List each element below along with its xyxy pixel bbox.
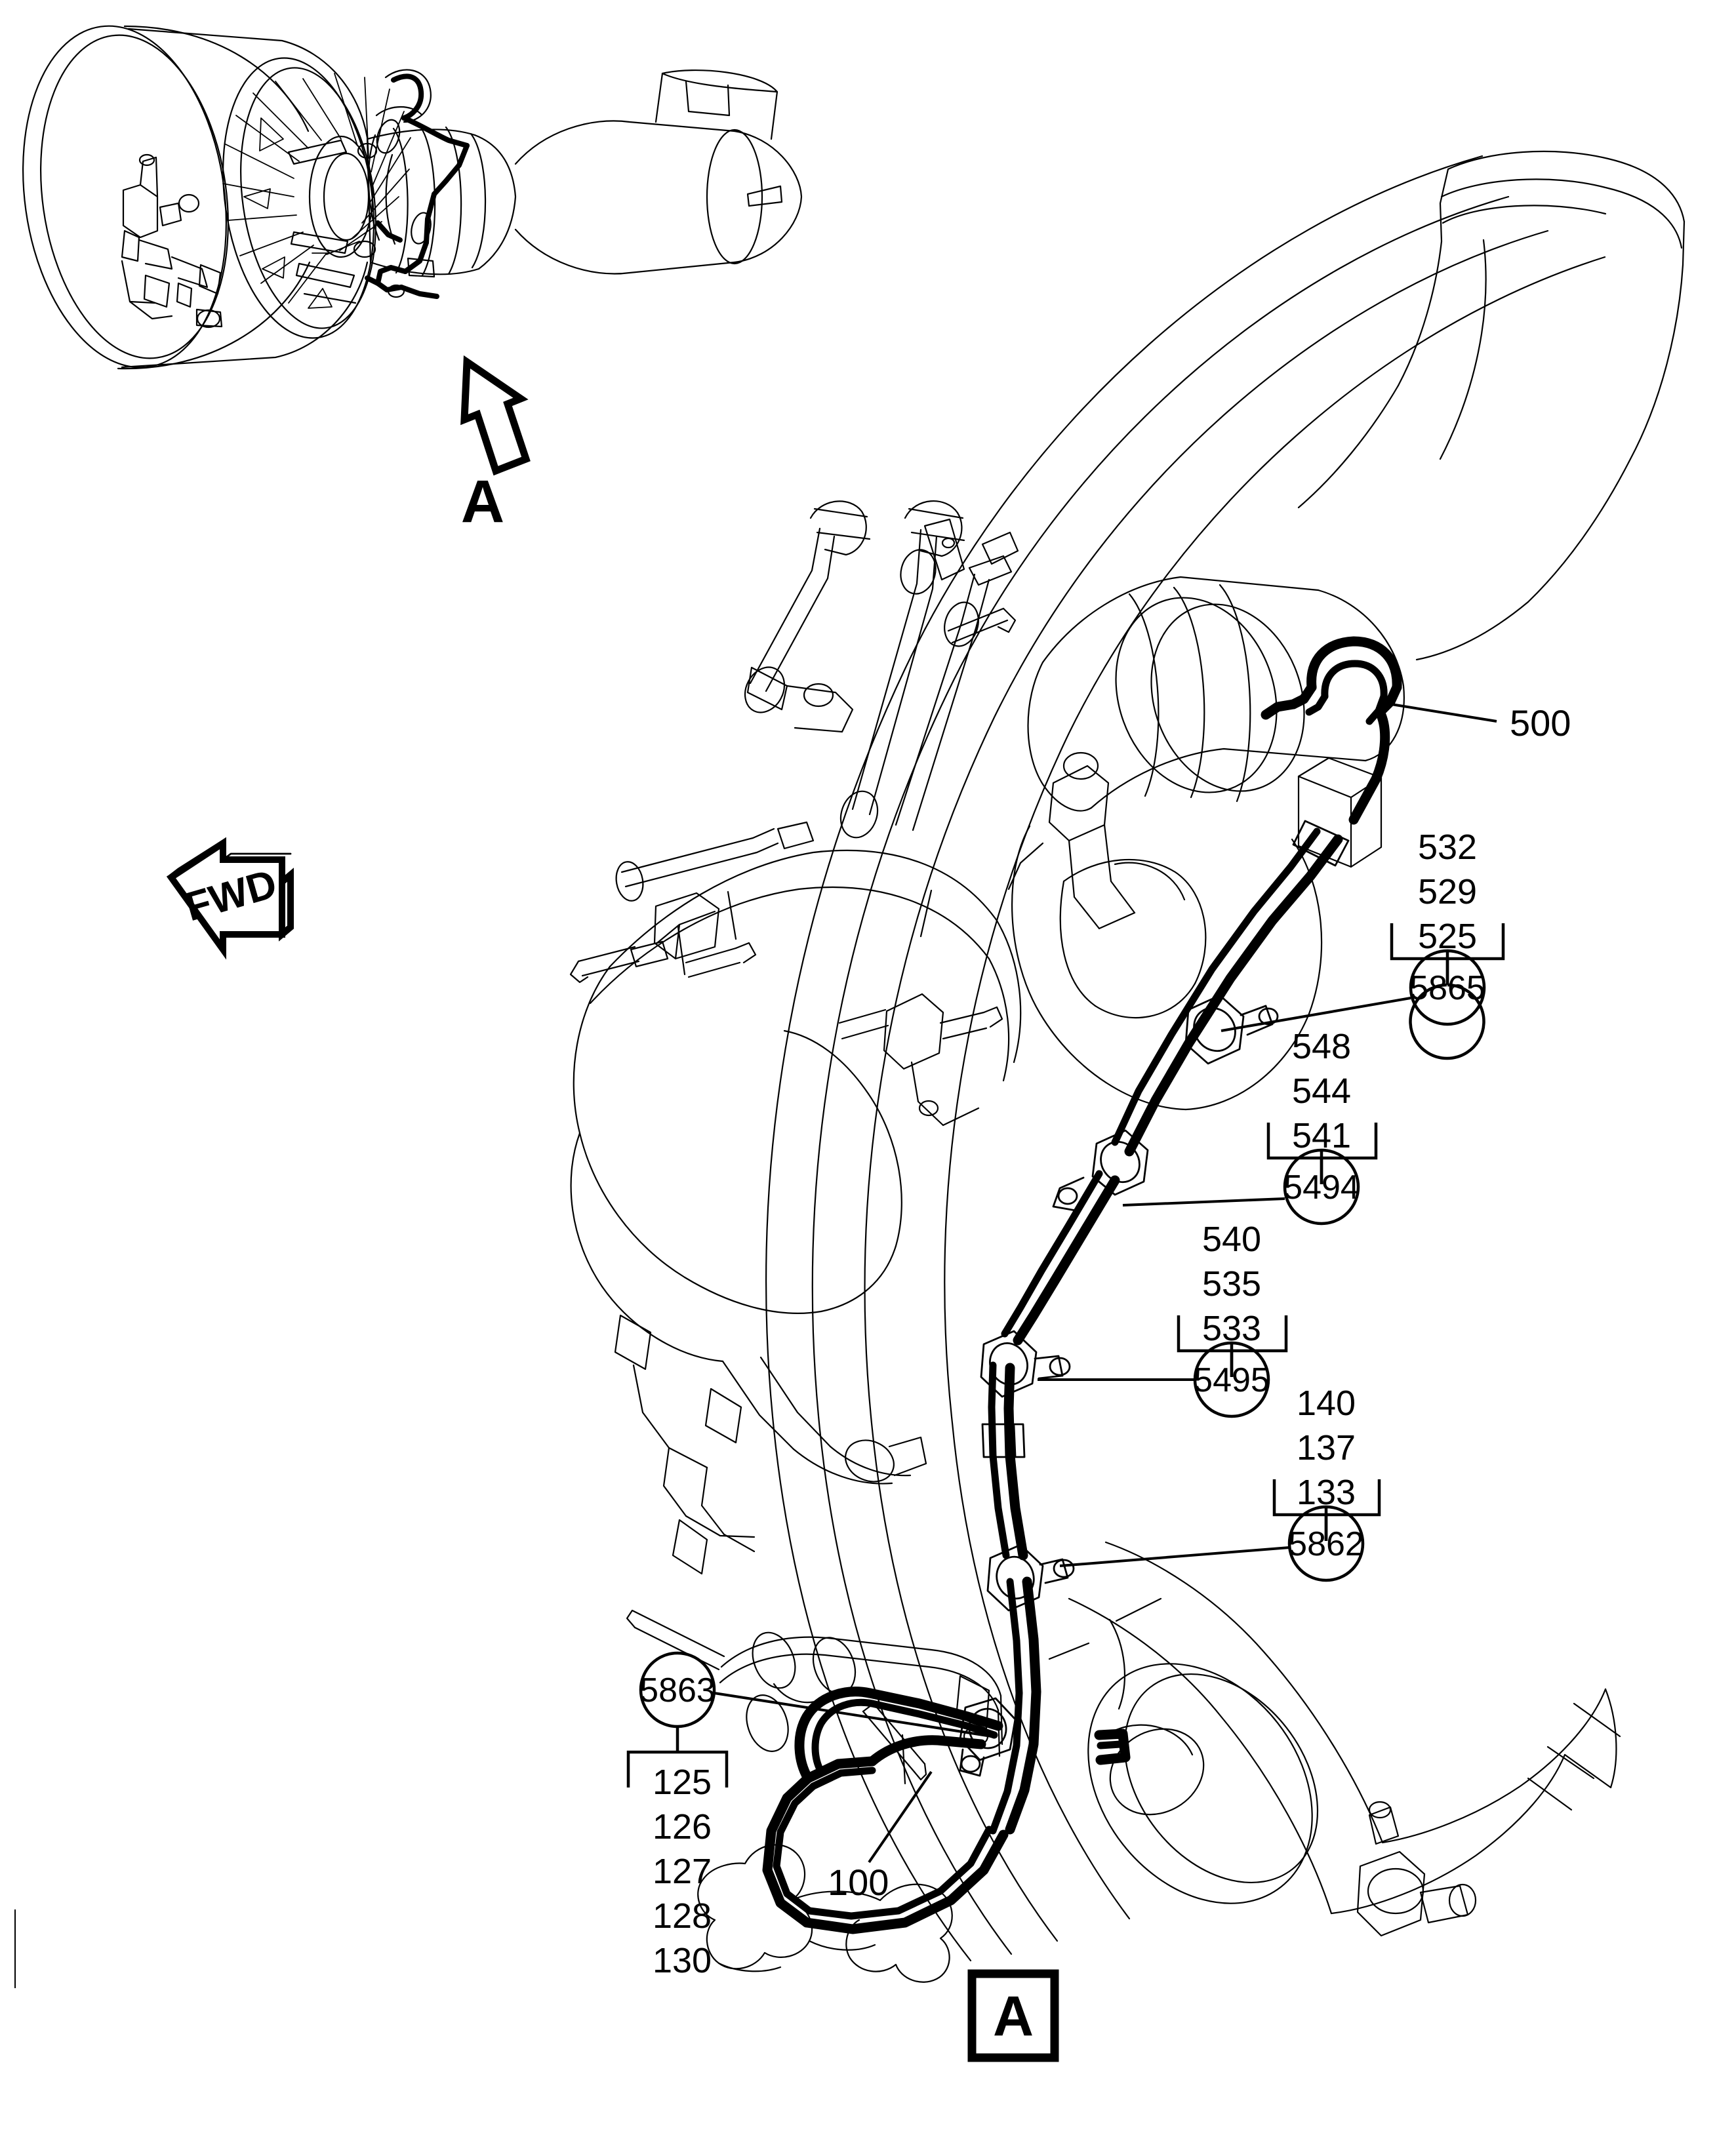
accessory-housing	[1011, 576, 1405, 1111]
part-number-544: 544	[1292, 1071, 1351, 1111]
clamp-5494	[1052, 1129, 1149, 1212]
leader-line-5494	[1122, 1197, 1285, 1207]
callout-5494[interactable]: 548 544 541 5494	[1122, 1027, 1378, 1226]
part-number-128: 128	[653, 1896, 712, 1936]
part-number-130: 130	[653, 1941, 712, 1980]
inline-couplings	[981, 820, 1350, 1458]
tube-clamps	[959, 820, 1350, 1777]
upper-duct-elbow	[1297, 150, 1686, 661]
clamp-5862	[986, 1544, 1075, 1612]
callout-5495[interactable]: 540 535 533 5495	[1038, 1220, 1288, 1418]
callout-5865[interactable]: 532 529 525 5865	[1221, 828, 1505, 1060]
part-number-125: 125	[653, 1763, 712, 1802]
callout-100[interactable]: 100	[828, 1770, 933, 1903]
view-arrow-a-letter: A	[461, 468, 504, 535]
callout-5494-label: 5494	[1283, 1168, 1360, 1207]
leader-line-5862	[1059, 1546, 1290, 1567]
leader-line-5863	[714, 1692, 992, 1738]
bracket-5863	[626, 1750, 729, 1787]
callout-5862-label: 5862	[1288, 1525, 1364, 1563]
callout-500[interactable]: 500	[1386, 702, 1571, 744]
detail-view-box-a: A	[967, 1969, 1059, 2062]
clamp-5865	[1184, 994, 1279, 1065]
leader-line-500	[1386, 702, 1497, 723]
leader-line-100	[868, 1770, 933, 1864]
aft-casing	[1048, 1541, 1621, 1937]
part-number-137: 137	[1297, 1428, 1356, 1468]
part-number-126: 126	[653, 1807, 712, 1847]
inset-highlighted-tube	[365, 73, 470, 299]
callout-5862[interactable]: 140 137 133 5862	[1059, 1384, 1381, 1582]
callout-500-label: 500	[1510, 702, 1571, 744]
inset-engine-geometry	[22, 25, 803, 370]
part-number-532: 532	[1418, 828, 1477, 867]
view-arrow-a	[460, 355, 531, 476]
highlighted-tube-network	[762, 636, 1402, 1934]
part-number-529: 529	[1418, 872, 1477, 911]
leader-line-5865	[1221, 997, 1411, 1032]
callout-100-label: 100	[828, 1862, 889, 1903]
callout-5865-label: 5865	[1409, 969, 1485, 1007]
part-number-535: 535	[1202, 1264, 1261, 1304]
part-number-127: 127	[653, 1852, 712, 1891]
left-manifold	[570, 849, 1022, 1575]
doc-id-rule	[14, 1909, 16, 1988]
rod-link-cluster	[569, 500, 1136, 1127]
part-number-540: 540	[1202, 1220, 1261, 1259]
callout-5495-label: 5495	[1194, 1361, 1270, 1399]
callout-circle-5865	[1409, 983, 1485, 1060]
part-number-548: 548	[1292, 1027, 1351, 1066]
clamp-5495	[980, 1330, 1071, 1398]
detail-view-box-a-letter: A	[993, 1985, 1034, 2048]
part-number-140: 140	[1297, 1384, 1356, 1423]
callout-5863-label: 5863	[639, 1671, 716, 1709]
callout-5863[interactable]: 5863 125 126 127 128 130	[626, 1651, 992, 1980]
